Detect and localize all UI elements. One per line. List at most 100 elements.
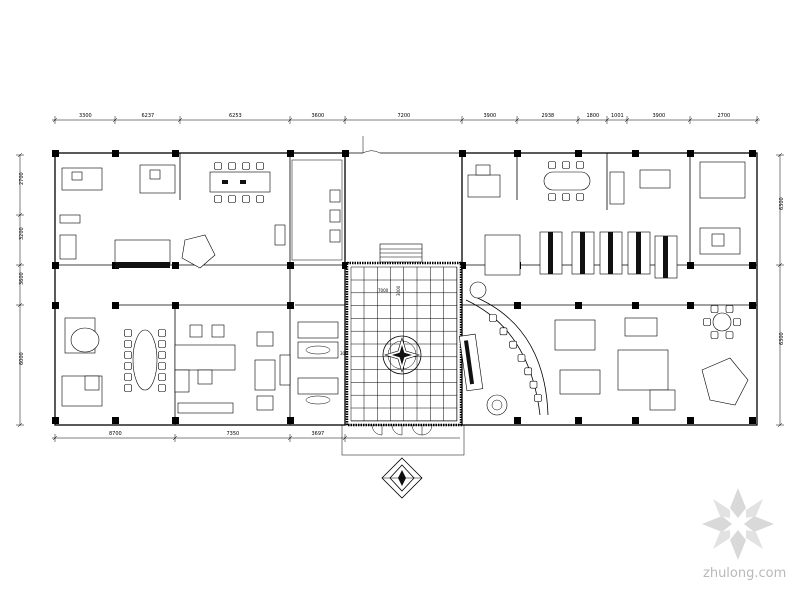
bottom-dim-label: 8700 [109,431,122,437]
chair [711,233,725,247]
column [749,150,756,157]
workstation-pod [181,234,216,269]
column [172,150,179,157]
column [287,150,294,157]
desk [467,174,501,198]
armchair [174,369,190,393]
column [172,302,179,309]
chair [725,331,734,339]
workstation [617,349,669,391]
cabinet [279,354,291,386]
hall-dim-label-1: 7000 [378,288,389,293]
column [687,262,694,269]
chair [475,164,491,176]
chair [509,340,517,349]
left-dim-label: 3600 [19,272,25,285]
chair [124,362,132,370]
top-dim-label: 6237 [142,113,155,119]
column [749,262,756,269]
lounge-sofa [559,369,601,395]
desk [624,317,658,337]
column [342,150,349,157]
chair [725,305,734,313]
column [514,417,521,424]
chair [529,380,538,389]
column [342,262,349,269]
column [632,417,639,424]
plant [486,394,508,416]
workstation [484,234,521,276]
column [687,150,694,157]
column [52,302,59,309]
column [172,417,179,424]
watermark-logo [702,488,774,560]
chair [242,162,250,170]
desk [554,319,596,351]
column [575,417,582,424]
top-dim-label: 3300 [79,113,92,119]
desk [254,359,276,391]
chair [124,340,132,348]
chair [489,314,497,322]
chair [534,394,542,402]
toilet [329,229,341,243]
top-dim-label: 2938 [542,113,555,119]
chair [71,171,83,181]
column [52,262,59,269]
column [287,302,294,309]
top-dim-label: 2700 [718,113,731,119]
left-dim-label: 6000 [19,352,25,365]
column [514,150,521,157]
column [172,262,179,269]
room-dim-label: 300 [340,351,348,356]
chair [548,161,556,169]
entrance-canopy [341,424,465,456]
cabinet [609,171,625,205]
column [749,302,756,309]
column [112,150,119,157]
column [287,262,294,269]
chair [158,329,166,337]
column [687,302,694,309]
central-lobby: 7000 3000 [341,243,465,456]
left-wing-furniture: 300 [59,159,348,414]
chair [211,324,225,338]
chair [256,162,264,170]
bottom-dim-label: 7350 [227,431,240,437]
chair [124,329,132,337]
chair [158,351,166,359]
chair [158,373,166,381]
chair [214,195,222,203]
closet [297,377,339,395]
column [112,302,119,309]
chair [733,318,741,326]
chair [710,305,719,313]
chair [84,375,100,391]
column [632,302,639,309]
column [459,150,466,157]
chair [562,193,570,201]
lounge-sofa [699,161,746,199]
chair [124,373,132,381]
meeting-table [543,171,591,191]
workstation-pod [701,357,749,406]
toilet [329,189,341,203]
chair [562,161,570,169]
hall-dim-label-2: 3000 [396,285,401,296]
right-dim-label: 6300 [779,197,785,210]
armchair [256,395,274,411]
top-dim-label: 7200 [398,113,411,119]
column [632,150,639,157]
closet [297,341,339,359]
round-table [70,327,100,353]
column [112,417,119,424]
watermark-text: zhulong.com [703,566,786,581]
closet [297,321,339,339]
chair [548,193,556,201]
cabinet [177,402,234,414]
column [749,417,756,424]
chair [242,195,250,203]
column [575,150,582,157]
